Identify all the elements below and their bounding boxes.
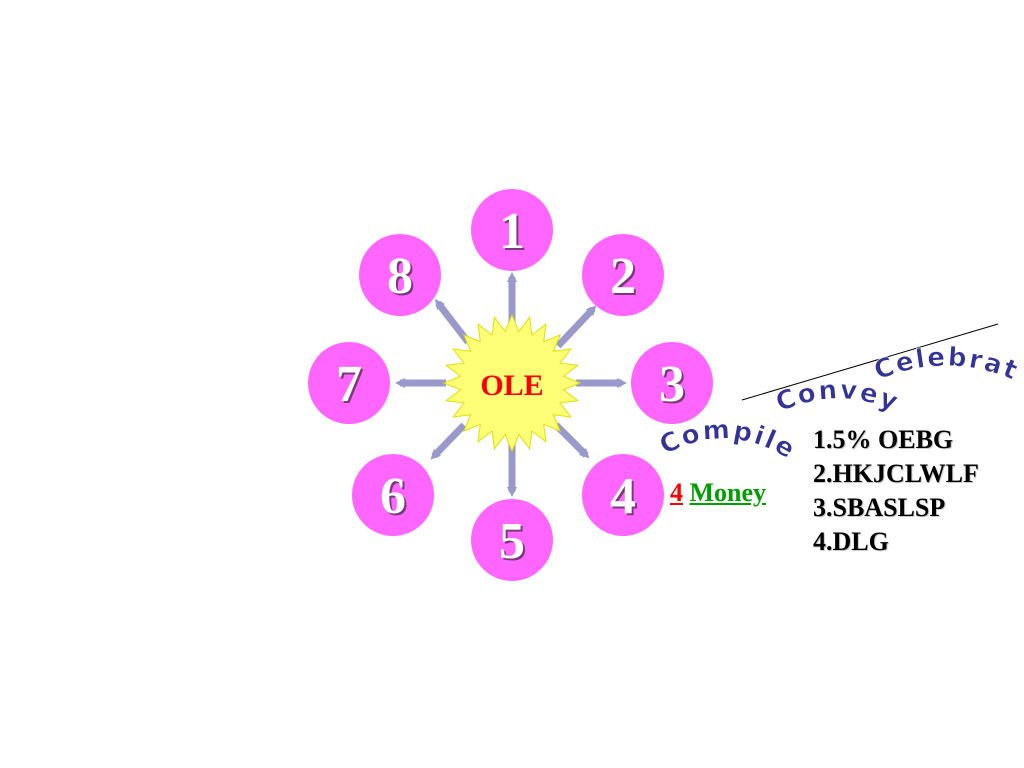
node-number: 5 xyxy=(499,513,525,570)
node-number: 1 xyxy=(499,203,525,260)
arrow-2 xyxy=(555,305,597,349)
list-item: 2.HKJCLWLF xyxy=(813,459,979,488)
list-item: 4.DLG xyxy=(813,527,889,556)
node-circle xyxy=(582,234,664,316)
money-count: 4 xyxy=(670,478,683,507)
node-2: 22 xyxy=(582,234,664,316)
money-label-group: 4 Money xyxy=(670,478,766,508)
money-label: Money xyxy=(689,478,767,507)
node-circle xyxy=(471,189,553,271)
node-number: 8 xyxy=(387,248,413,305)
node-circle xyxy=(582,454,664,536)
node-number-shadow: 1 xyxy=(501,205,527,262)
node-number-shadow: 4 xyxy=(612,470,638,527)
node-number: 3 xyxy=(659,356,685,413)
node-circle xyxy=(352,454,434,536)
node-7: 77 xyxy=(308,342,390,424)
list-item: 3.SBASLSP xyxy=(813,493,946,522)
node-4: 44 xyxy=(582,454,664,536)
node-number-shadow: 3 xyxy=(661,358,687,415)
node-number: 6 xyxy=(380,468,406,525)
list-item: 1.5% OEBG xyxy=(813,425,954,454)
node-3: 33 xyxy=(631,342,713,424)
ole-starburst xyxy=(442,313,582,453)
node-number-shadow: 2 xyxy=(612,250,638,307)
node-circle xyxy=(631,342,713,424)
node-circle xyxy=(308,342,390,424)
arrow-6 xyxy=(430,422,467,460)
node-6: 66 xyxy=(352,454,434,536)
node-number: 4 xyxy=(610,468,636,525)
node-circle xyxy=(471,499,553,581)
item-list: 1.5% OEBG 2.HKJCLWLF 3.SBASLSP 4.DLG xyxy=(813,423,979,559)
node-5: 55 xyxy=(471,499,553,581)
arrow-8 xyxy=(434,299,471,345)
divider-line xyxy=(741,323,999,401)
node-number-shadow: 8 xyxy=(389,250,415,307)
node-number-shadow: 6 xyxy=(382,470,408,527)
node-number-shadow: 5 xyxy=(501,515,527,572)
node-circle xyxy=(359,234,441,316)
node-number: 2 xyxy=(610,248,636,305)
node-1: 11 xyxy=(471,189,553,271)
node-number-shadow: 7 xyxy=(338,358,364,415)
node-number: 7 xyxy=(336,356,362,413)
center-label: OLE xyxy=(480,369,543,402)
node-8: 88 xyxy=(359,234,441,316)
arrow-4 xyxy=(553,422,590,459)
